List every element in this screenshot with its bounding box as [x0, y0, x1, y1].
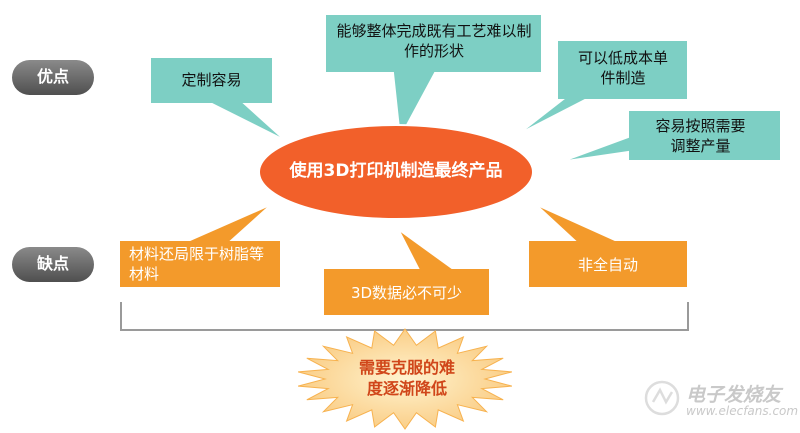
disadvantage-1-text: 材料还局限于树脂等材料 [129, 245, 265, 283]
advantage-3-text: 可以低成本单件制造 [578, 49, 669, 87]
pros-label: 优点 [36, 67, 69, 86]
conclusion-text: 需要克服的难度逐渐降低 [358, 358, 455, 398]
center-text: 使用3D打印机制造最终产品 [289, 161, 503, 181]
advantage-1-text: 定制容易 [181, 71, 242, 89]
disadvantage-3-text: 非全自动 [577, 256, 638, 274]
advantage-callout-1 [149, 56, 287, 142]
cons-pill [12, 247, 94, 282]
advantage-callout-4 [559, 109, 782, 163]
pros-pill [12, 60, 94, 95]
center-ellipse [258, 124, 534, 220]
disadvantage-2-text: 3D数据必不可少 [350, 284, 463, 302]
advantage-callout-2 [324, 13, 543, 142]
conclusion-burst [297, 328, 513, 430]
disadvantage-callout-2 [322, 228, 491, 317]
advantage-2-text: 能够整体完成既有工艺难以制作的形状 [336, 22, 532, 60]
disadvantage-callout-3 [527, 203, 689, 289]
advantage-callout-3 [516, 39, 689, 136]
watermark-logo-text: 电子发烧友 [686, 384, 782, 406]
watermark-url: www.elecfans.com [686, 404, 799, 418]
advantage-4-text: 容易按照需要调整产量 [655, 117, 746, 155]
watermark-logo-icon [644, 380, 680, 416]
cons-label: 缺点 [36, 254, 69, 273]
disadvantage-callout-1 [118, 203, 282, 289]
